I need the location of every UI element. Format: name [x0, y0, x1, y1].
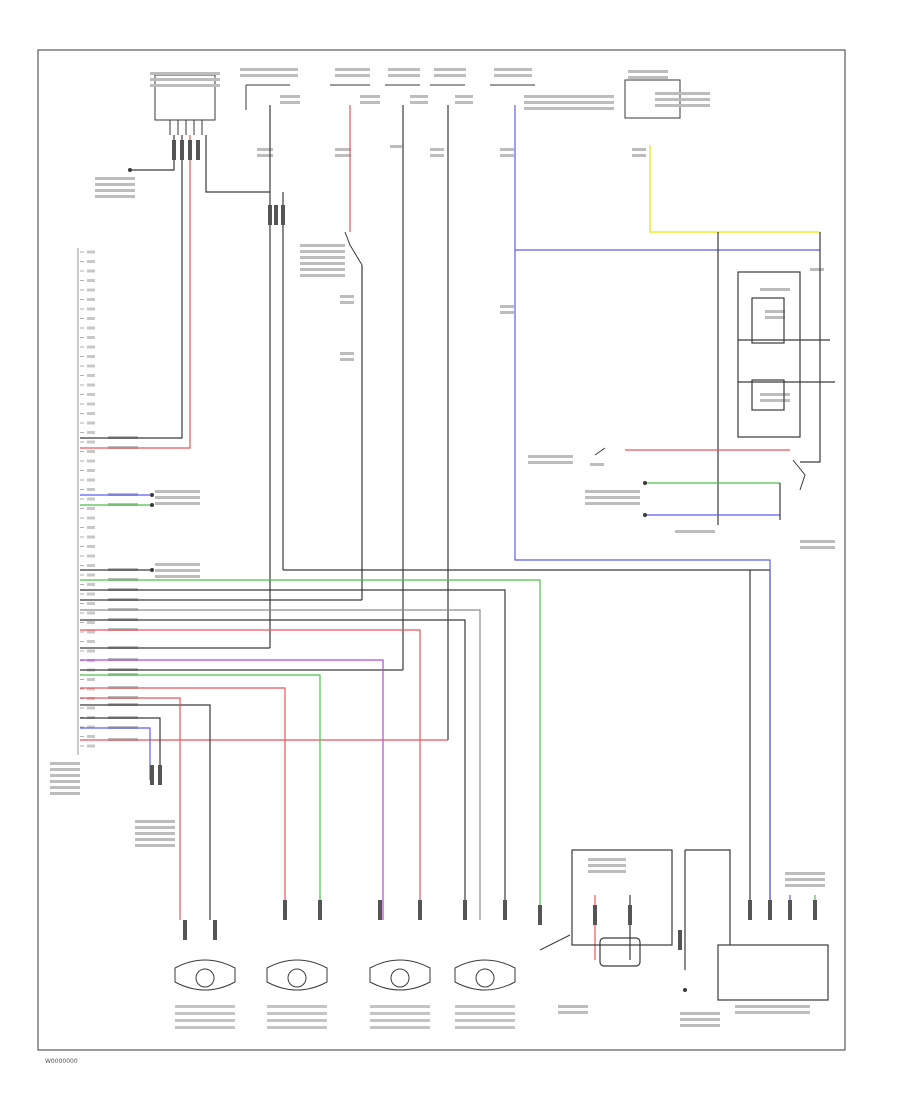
- connector-stub: [172, 140, 176, 160]
- top-fuse-connectors: [154, 74, 681, 135]
- pin-number-block: [87, 279, 95, 282]
- connector-stub: [678, 930, 682, 950]
- connector-stub: [503, 900, 507, 920]
- pin-number-block: [87, 611, 95, 615]
- connector-stub: [628, 905, 632, 925]
- pin-number-block: [87, 735, 95, 738]
- wire-blue-main: [514, 105, 771, 920]
- connector-stub: [196, 140, 200, 160]
- pin-number-block: [87, 592, 95, 596]
- pin-number-block: [87, 602, 95, 605]
- pin-number-block: [87, 583, 95, 586]
- connector-stub: [283, 900, 287, 920]
- pin-number-block: [87, 412, 95, 415]
- pin-number-block: [87, 744, 95, 748]
- connector-stub: [418, 900, 422, 920]
- pin-number-block: [87, 383, 95, 387]
- pin-number-block: [87, 630, 95, 634]
- wheel-sensor-4: [454, 959, 516, 1029]
- connector-stub: [183, 920, 187, 940]
- wire-to-module: [283, 569, 771, 920]
- wire-sensor-1: [80, 135, 183, 439]
- illegible-labels: [50, 68, 835, 1027]
- connector-stub: [180, 140, 184, 160]
- connector-stub: [318, 900, 322, 920]
- ecu-pin-labels: [108, 436, 138, 741]
- connector-stub: [150, 765, 154, 785]
- diagram-frame: [37, 49, 846, 1051]
- pin-number-block: [87, 573, 95, 577]
- pin-number-block: [87, 535, 95, 539]
- pin-number-block: [87, 336, 95, 339]
- pin-number-block: [87, 507, 95, 510]
- pin-number-block: [87, 250, 95, 254]
- pin-number-block: [87, 678, 95, 681]
- connector-stub: [788, 900, 792, 920]
- connector-stub: [813, 900, 817, 920]
- pin-number-block: [87, 402, 95, 406]
- wheel-speed-sensors: [174, 934, 687, 1029]
- pin-number-block: [87, 469, 95, 472]
- connector-stub: [378, 900, 382, 920]
- pin-number-block: [87, 431, 95, 434]
- pin-number-block: [87, 545, 95, 548]
- connector-stub: [538, 905, 542, 925]
- diagram-code: W0000000: [45, 1058, 78, 1065]
- pin-number-block: [87, 374, 95, 377]
- pin-number-block: [87, 687, 95, 691]
- pin-number-block: [87, 459, 95, 463]
- connector-stub: [768, 900, 772, 920]
- pin-number-block: [87, 488, 95, 491]
- pin-number-block: [87, 706, 95, 710]
- wire-sensor-ground: [130, 135, 175, 171]
- pin-number-block: [87, 260, 95, 263]
- pin-number-block: [87, 364, 95, 368]
- wheel-sensor-1: [174, 959, 236, 1029]
- pin-number-block: [87, 355, 95, 358]
- connector-stub: [593, 905, 597, 925]
- wire-sensor-3: [205, 135, 270, 193]
- connector-stub: [463, 900, 467, 920]
- pin-number-block: [87, 317, 95, 320]
- wheel-sensor-2: [266, 959, 328, 1029]
- pin-number-block: [87, 526, 95, 529]
- connector-stubs: [128, 140, 817, 950]
- pin-number-block: [87, 649, 95, 653]
- wire-sensor-2: [80, 135, 191, 449]
- pin-number-block: [87, 478, 95, 482]
- wire-yellow-relay: [649, 145, 820, 233]
- pin-number-block: [87, 440, 95, 444]
- connector-stub: [274, 205, 278, 225]
- pin-number-block: [87, 298, 95, 301]
- connector-stub: [213, 920, 217, 940]
- pin-number-block: [87, 393, 95, 396]
- connector-stub: [748, 900, 752, 920]
- connector-stub: [281, 205, 285, 225]
- pin-number-block: [87, 345, 95, 349]
- pin-number-block: [87, 516, 95, 520]
- pin-number-block: [87, 725, 95, 729]
- wires: [80, 105, 835, 1001]
- wheel-sensor-3: [369, 959, 431, 1029]
- pin-number-block: [87, 288, 95, 292]
- pin-number-block: [87, 621, 95, 624]
- pin-number-block: [87, 497, 95, 501]
- connector-stub: [268, 205, 272, 225]
- pin-number-block: [87, 421, 95, 425]
- pin-number-block: [87, 269, 95, 273]
- pin-number-block: [87, 554, 95, 558]
- pin-number-block: [87, 640, 95, 643]
- wire-violet-bus: [80, 659, 384, 920]
- pin-number-block: [87, 307, 95, 311]
- pin-number-block: [87, 450, 95, 453]
- wire-green-bus: [80, 579, 541, 920]
- connector-stub: [188, 140, 192, 160]
- ecu-pin-ticks: [80, 250, 95, 748]
- pin-number-block: [87, 326, 95, 330]
- connector-stub: [158, 765, 162, 785]
- pin-number-block: [87, 564, 95, 567]
